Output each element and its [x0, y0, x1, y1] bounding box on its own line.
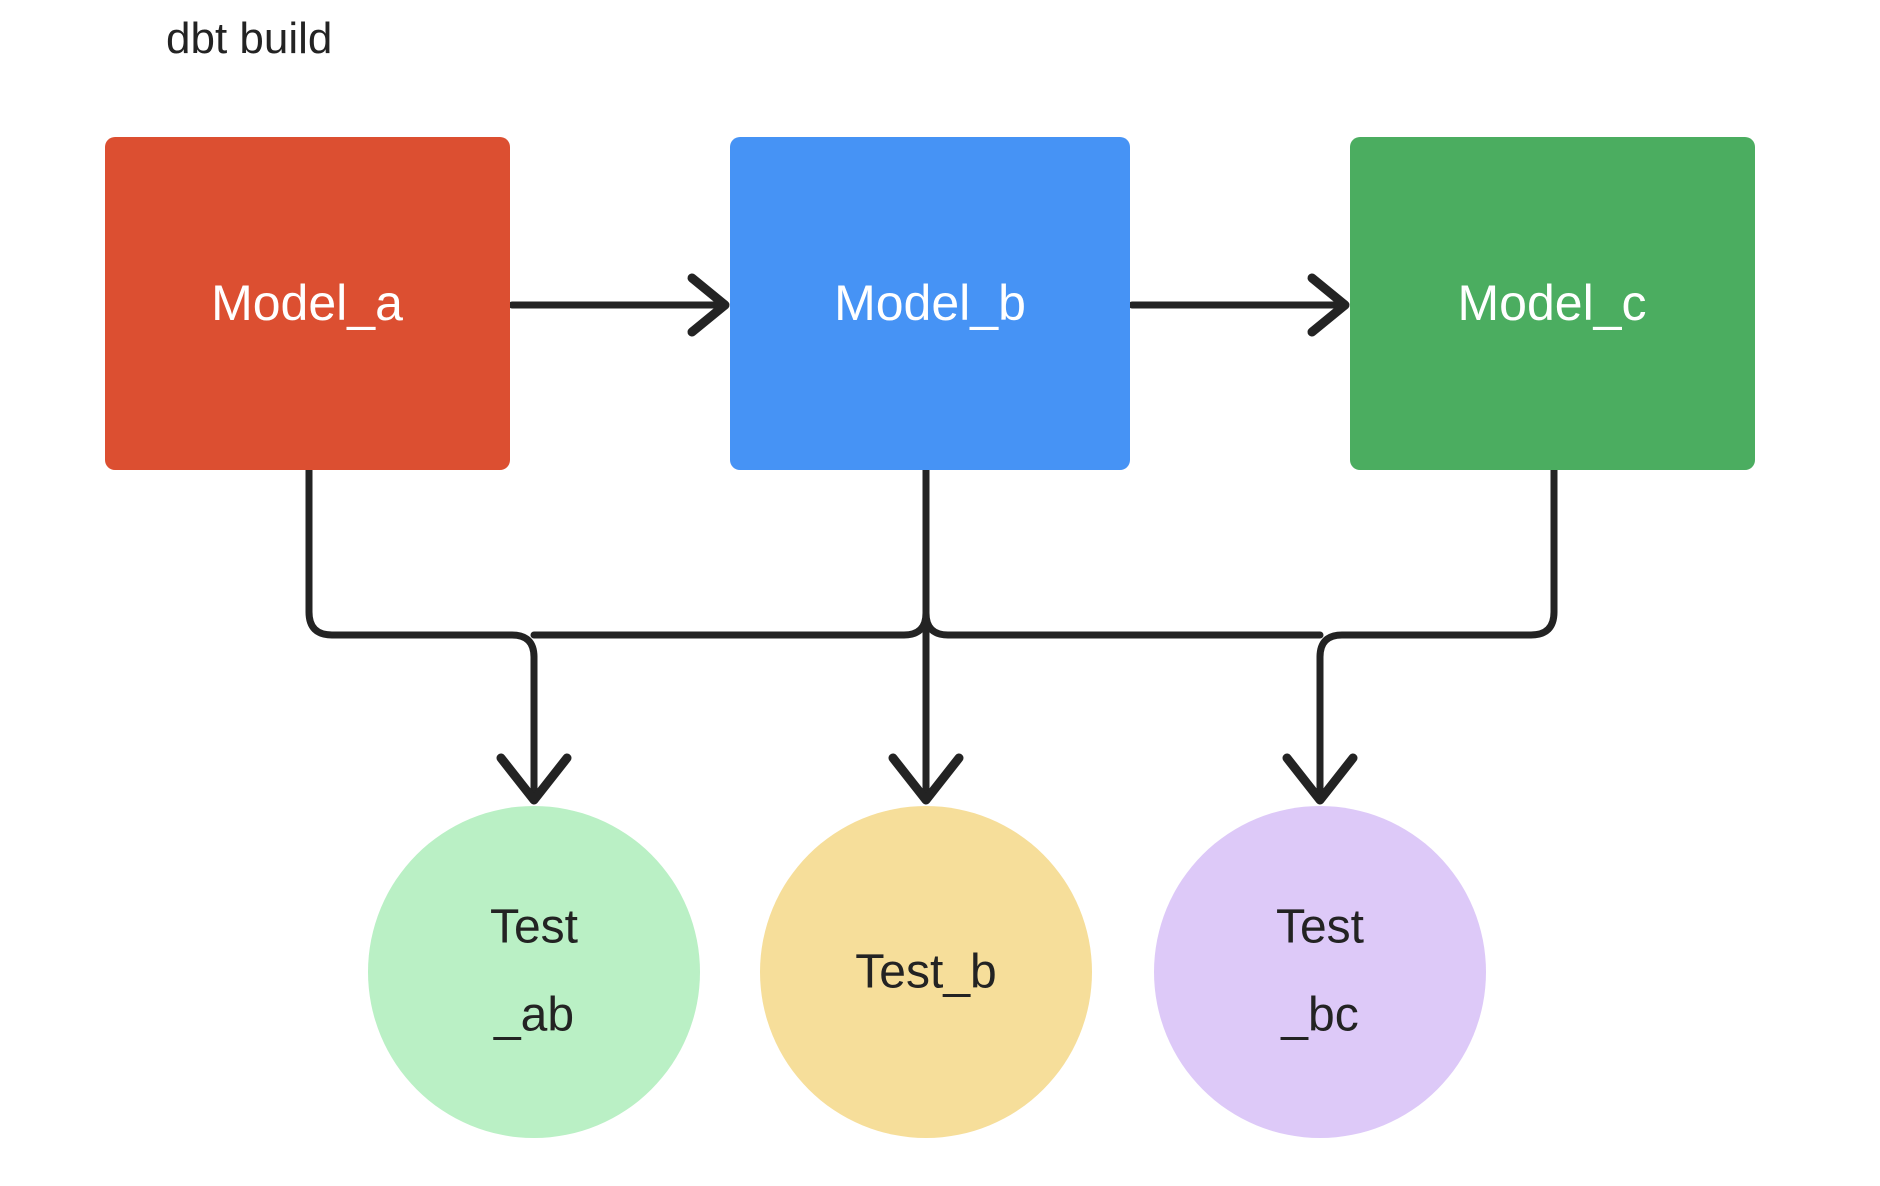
edge-model-a-to-model-b	[508, 273, 730, 337]
page-title: dbt build	[166, 14, 332, 63]
node-test-ab[interactable]: Test _ab	[368, 806, 700, 1138]
node-model-c-label: Model_c	[1458, 275, 1647, 331]
node-model-b[interactable]: Model_b	[730, 137, 1130, 470]
edge-model-b-to-test-b	[888, 466, 964, 805]
node-model-c-shape[interactable]	[1350, 137, 1755, 470]
node-test-ab-label-line2: _ab	[493, 989, 574, 1042]
node-test-bc-label-line2: _bc	[1280, 989, 1358, 1042]
node-model-a-shape[interactable]	[105, 137, 510, 470]
edge-bus-to-test-bc	[1282, 653, 1358, 805]
node-test-bc[interactable]: Test _bc	[1154, 806, 1486, 1138]
node-model-b-shape[interactable]	[730, 137, 1130, 470]
node-model-b-label: Model_b	[834, 275, 1026, 331]
node-test-ab-shape[interactable]	[368, 806, 700, 1138]
node-model-c[interactable]: Model_c	[1350, 137, 1755, 470]
edge-model-a-to-test-bus	[305, 466, 538, 661]
edge-model-b-to-model-c	[1128, 273, 1350, 337]
node-model-a[interactable]: Model_a	[105, 137, 510, 470]
node-test-b-shape[interactable]	[760, 806, 1092, 1138]
edge-model-c-to-test-bus	[1316, 466, 1558, 661]
node-test-bc-shape[interactable]	[1154, 806, 1486, 1138]
edge-bus-to-test-ab	[496, 653, 572, 805]
node-test-ab-label-line1: Test	[490, 901, 578, 954]
node-test-b-label-line1: Test_b	[855, 946, 996, 999]
node-test-b[interactable]: Test_b	[760, 806, 1092, 1138]
node-model-a-label: Model_a	[211, 275, 403, 331]
node-test-bc-label-line1: Test	[1276, 901, 1364, 954]
